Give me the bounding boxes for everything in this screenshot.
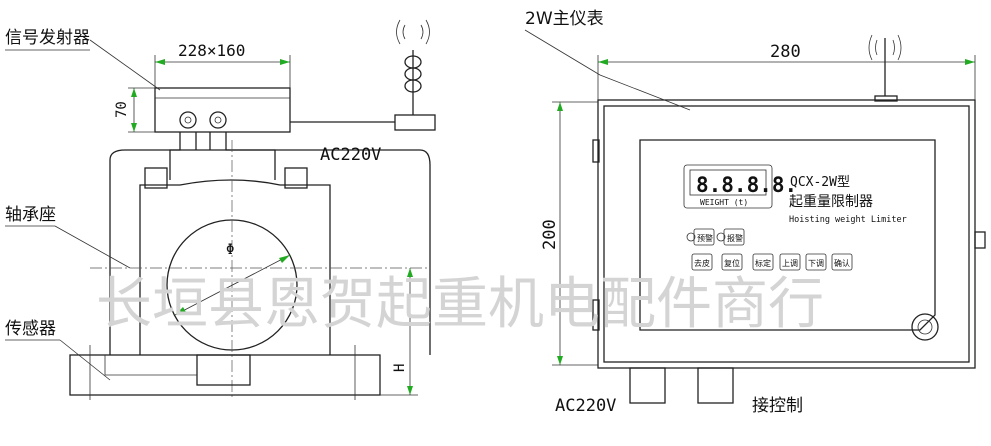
transmitter-label: 信号发射器 bbox=[5, 28, 90, 48]
indicator-alarm: 报警 bbox=[716, 228, 745, 246]
indicator-warning: 预警 bbox=[686, 228, 715, 246]
svg-text:下调: 下调 bbox=[808, 259, 824, 268]
power-label-left: AC220V bbox=[320, 145, 381, 165]
dim-280 bbox=[552, 55, 976, 366]
svg-text:预警: 预警 bbox=[697, 233, 713, 243]
bearing-seat bbox=[5, 140, 431, 400]
instrument-box bbox=[524, 29, 986, 404]
bearing-label: 轴承座 bbox=[5, 205, 56, 225]
power-label-right: AC220V bbox=[555, 396, 616, 416]
button-confirm[interactable]: 确认 bbox=[831, 253, 853, 271]
dim-h bbox=[380, 268, 418, 396]
svg-text:确认: 确认 bbox=[834, 258, 850, 268]
dim-box-label: 228×160 bbox=[178, 41, 245, 60]
dim-228x160 bbox=[128, 55, 291, 133]
display-unit: WEIGHT (t) bbox=[700, 198, 748, 207]
sensor-base bbox=[5, 339, 381, 400]
svg-text:复位: 复位 bbox=[724, 258, 740, 268]
h-label: H bbox=[392, 364, 408, 372]
button-tare[interactable]: 去皮 bbox=[691, 253, 713, 271]
svg-text:上调: 上调 bbox=[782, 259, 798, 268]
watermark: 长垣县恩贺起重机电配件商行 bbox=[96, 272, 824, 337]
control-label: 接控制 bbox=[752, 396, 803, 416]
svg-text:标定: 标定 bbox=[755, 258, 771, 268]
phi-label: Φ bbox=[226, 242, 234, 258]
svg-text:报警: 报警 bbox=[727, 233, 743, 243]
svg-text:去皮: 去皮 bbox=[694, 258, 710, 268]
instrument-label: 2W主仪表 bbox=[525, 9, 604, 29]
button-reset[interactable]: 复位 bbox=[721, 253, 743, 271]
button-calibrate[interactable]: 标定 bbox=[752, 253, 774, 271]
button-down[interactable]: 下调 bbox=[805, 253, 827, 271]
antenna-left bbox=[290, 19, 436, 131]
dim-height-label: 70 bbox=[114, 101, 130, 118]
button-up[interactable]: 上调 bbox=[779, 253, 801, 271]
model-label: QCX-2W型 bbox=[790, 175, 850, 190]
dim-width-label: 280 bbox=[770, 42, 801, 62]
sensor-label: 传感器 bbox=[5, 319, 56, 339]
display-digits: 8.8.8.8. bbox=[696, 173, 797, 197]
title-en: Hoisting weight Limiter bbox=[789, 215, 907, 225]
dim-height-right-label: 200 bbox=[540, 219, 560, 250]
title-cn: 起重量限制器 bbox=[789, 194, 873, 210]
